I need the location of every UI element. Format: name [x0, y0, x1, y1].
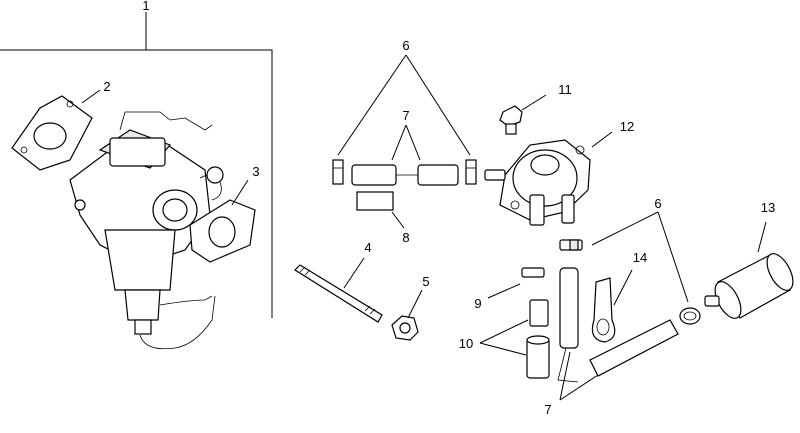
leader-13: [757, 221, 767, 253]
callout-13: 13: [761, 200, 775, 215]
leader-10-lower: [479, 342, 527, 356]
callout-6-top: 6: [402, 38, 409, 53]
callout-6-bottom: 6: [654, 196, 661, 211]
leader-12: [591, 131, 613, 148]
callout-12: 12: [620, 119, 634, 134]
hose-adapter-upper: [529, 299, 549, 327]
callout-4: 4: [364, 240, 371, 255]
leader-9: [487, 283, 521, 299]
leader-10-upper: [479, 319, 529, 344]
hose-sleeve: [356, 191, 394, 211]
leader-4: [343, 257, 365, 289]
callout-2: 2: [103, 79, 110, 94]
leader-2: [81, 89, 101, 104]
leader-14: [613, 269, 633, 306]
leader-11: [521, 94, 547, 111]
leader-6b-right: [657, 211, 689, 303]
fitting-9: [521, 267, 545, 278]
line-clip: [591, 277, 616, 343]
carburetor-gasket: [11, 95, 93, 171]
clamp-ring: [679, 307, 701, 325]
hose-clamp-left: [332, 159, 344, 185]
leader-6a-right: [405, 54, 471, 156]
fuel-hose-long: [589, 319, 679, 377]
hose-clamp-right: [465, 159, 477, 185]
callout-11: 11: [558, 82, 572, 97]
small-hose-clamp: [559, 239, 583, 251]
mounting-stud: [294, 264, 383, 323]
flange-nut: [391, 315, 419, 341]
leader-5: [407, 289, 423, 319]
leader-7a-left: [391, 124, 407, 161]
fuel-filter: [704, 253, 794, 319]
hose-link: [557, 347, 579, 383]
leader-7a-right: [405, 124, 421, 161]
fuel-pump: [484, 139, 591, 226]
callout-9: 9: [474, 296, 481, 311]
callout-7-top: 7: [402, 108, 409, 123]
callout-14: 14: [633, 250, 647, 265]
callout-1: 1: [142, 0, 149, 13]
fuel-line-vertical: [559, 267, 579, 349]
callout-5: 5: [422, 274, 429, 289]
leader-7b-left: [559, 351, 571, 401]
fuel-hose-segment-b: [417, 164, 459, 186]
carburetor: [69, 111, 224, 350]
leader-8: [391, 211, 405, 229]
intake-gasket: [189, 199, 256, 263]
leader-3: [231, 179, 249, 206]
callout-3: 3: [252, 164, 259, 179]
assembly-bracket: [0, 12, 273, 318]
callout-7-bottom: 7: [544, 402, 551, 417]
leader-6b-left: [591, 211, 659, 246]
leader-7b-right: [559, 374, 599, 401]
callout-8: 8: [402, 230, 409, 245]
hose-adapter-lower: [526, 335, 550, 379]
pump-fitting: [499, 105, 523, 135]
fuel-hose-segment-a: [351, 164, 397, 186]
leader-6a-left: [337, 54, 407, 156]
callout-10: 10: [459, 336, 473, 351]
